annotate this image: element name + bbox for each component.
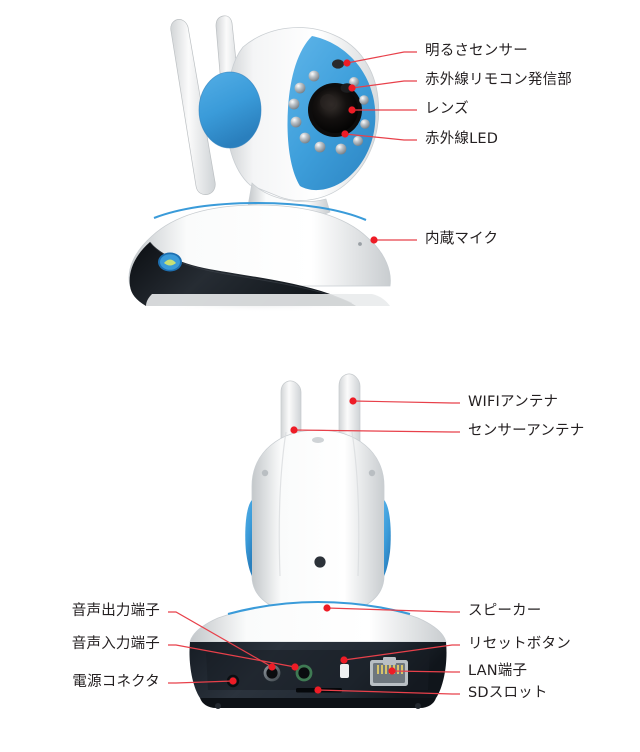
- leader-line-sensor-antenna: [293, 429, 460, 433]
- leader-dot-audio-out-jack: [268, 663, 276, 671]
- leader-dot-sd-slot: [314, 686, 322, 694]
- rear-head-shell: [251, 429, 385, 617]
- rear-screw-left: [261, 469, 269, 477]
- rear-base-shell: [189, 601, 447, 643]
- front-leader-dots: [341, 59, 378, 244]
- leader-line-power-connector: [168, 680, 234, 684]
- rear-leader-lines: [168, 400, 460, 695]
- rear-side-disc-right: [384, 500, 391, 576]
- leader-dot-lens: [348, 106, 356, 114]
- callout-label-sensor-antenna: センサーアンテナ: [468, 423, 585, 439]
- callout-label-speaker: スピーカー: [468, 603, 542, 619]
- leader-line-ir-remote-emitter: [351, 80, 417, 89]
- leader-line-lan-port: [391, 670, 460, 673]
- rear-reset-button: [340, 664, 349, 678]
- callout-label-reset-button: リセットボタン: [468, 636, 571, 652]
- rear-top-vent: [312, 437, 324, 443]
- leader-dot-sensor-antenna: [290, 426, 298, 434]
- rear-base-lip: [200, 698, 436, 708]
- front-logo-badge: [158, 252, 182, 272]
- callout-label-wifi-antenna: WIFIアンテナ: [468, 394, 559, 410]
- front-mic-hole: [358, 242, 362, 246]
- callout-label-audio-in-jack: 音声入力端子: [71, 636, 160, 652]
- front-antenna-left: [170, 19, 216, 195]
- leader-dot-ir-remote-emitter: [348, 84, 356, 92]
- rear-audio-in-jack: [295, 664, 313, 682]
- leader-dot-ir-led: [341, 130, 349, 138]
- leader-dot-built-in-mic: [370, 236, 378, 244]
- rear-lan-port: [370, 657, 408, 686]
- leader-line-wifi-antenna: [352, 400, 460, 404]
- callout-label-built-in-mic: 内蔵マイク: [425, 231, 499, 247]
- callout-label-lan-port: LAN端子: [468, 663, 528, 679]
- leader-dot-wifi-antenna: [349, 397, 357, 405]
- front-camera-figure: [128, 15, 391, 313]
- rear-leader-dots: [229, 397, 396, 694]
- rear-base-blue-line: [227, 600, 411, 616]
- front-brightness-sensor: [332, 59, 344, 69]
- rear-camera-figure: [189, 373, 447, 710]
- front-leader-lines: [344, 51, 417, 241]
- leader-dot-speaker: [323, 604, 331, 612]
- callout-label-brightness-sensor: 明るさセンサー: [425, 43, 528, 59]
- front-side-disc: [199, 72, 261, 148]
- leader-line-speaker: [326, 607, 460, 613]
- rear-audio-out-jack: [263, 664, 281, 682]
- rear-speaker-hole: [314, 556, 326, 568]
- front-base-blue-line: [153, 201, 367, 221]
- front-base-dark-panel: [129, 242, 356, 306]
- leader-dot-audio-in-jack: [291, 663, 299, 671]
- callout-label-sd-slot: SDスロット: [468, 685, 548, 701]
- leader-dot-power-connector: [229, 677, 237, 685]
- callout-label-lens: レンズ: [425, 101, 469, 117]
- leader-dot-brightness-sensor: [343, 59, 351, 67]
- callout-label-ir-remote-emitter: 赤外線リモコン発信部: [425, 72, 572, 88]
- leader-line-sd-slot: [317, 689, 460, 695]
- leader-line-audio-in-jack: [168, 644, 296, 668]
- rear-side-disc-left: [245, 500, 252, 576]
- callout-label-ir-led: 赤外線LED: [425, 131, 499, 147]
- leader-line-brightness-sensor: [346, 51, 417, 64]
- front-ir-led-ring: [288, 70, 370, 155]
- leader-line-ir-led: [344, 133, 417, 141]
- leader-dot-lan-port: [388, 667, 396, 675]
- leader-dot-reset-button: [340, 656, 348, 664]
- leader-line-audio-out-jack: [168, 611, 273, 668]
- callout-label-power-connector: 電源コネクタ: [72, 674, 160, 690]
- rear-screw-right: [368, 469, 376, 477]
- callout-label-audio-out-jack: 音声出力端子: [71, 603, 160, 619]
- leader-line-reset-button: [343, 644, 460, 661]
